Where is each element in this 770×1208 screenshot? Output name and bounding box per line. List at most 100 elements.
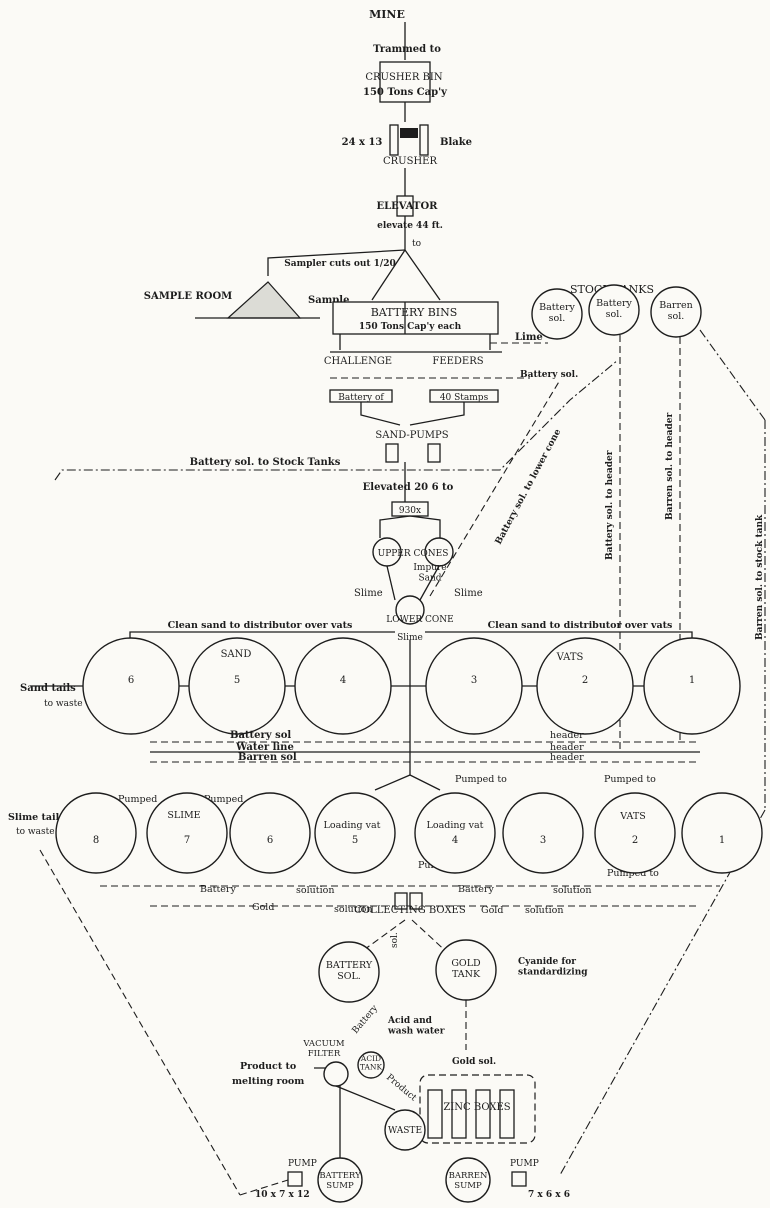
- battery-pipe-label: Battery: [351, 1003, 381, 1036]
- waste-tank: [384, 1109, 426, 1151]
- crusher-bin-label: CRUSHER BIN: [365, 72, 442, 83]
- stock-tank-barren: [650, 286, 702, 338]
- to-label: to: [412, 239, 421, 249]
- battery-sol-label-1: Battery sol.: [520, 370, 578, 380]
- box-930-label: 930x: [399, 506, 421, 516]
- slime-vat-1: [681, 792, 763, 874]
- waste-label: WASTE: [388, 1126, 422, 1136]
- crusher-bin-capacity: 150 Tons Cap'y: [363, 87, 448, 98]
- header-battery-sol-label: Battery sol: [230, 730, 291, 741]
- slime-vat-number: 6: [267, 835, 273, 846]
- sand-vat-number: 3: [471, 675, 477, 686]
- sand-vat-number: 6: [128, 675, 134, 686]
- sampler-label: Sampler cuts out 1/20: [284, 259, 395, 269]
- feeders-label: FEEDERS: [432, 356, 483, 367]
- battery-sol-to-stock-label: Battery sol. to Stock Tanks: [190, 457, 341, 468]
- zinc-boxes-frame: [419, 1074, 536, 1144]
- product-label: Product: [384, 1073, 418, 1104]
- slime-vat-number: 2: [632, 835, 638, 846]
- sand-vat-number: 5: [234, 675, 240, 686]
- sand-label: SAND: [221, 649, 252, 660]
- sample-label: Sample: [308, 295, 349, 306]
- zinc-box-3: [475, 1089, 491, 1139]
- battery-bins-box: [332, 301, 499, 335]
- sand-vat-number: 1: [689, 675, 695, 686]
- slime-vat-number: 4: [452, 835, 458, 846]
- zinc-box-4: [499, 1089, 515, 1139]
- battery-sol-tank: [318, 941, 380, 1003]
- slime-label-left: Slime: [354, 588, 383, 599]
- battery-of-label: Battery of: [338, 393, 384, 403]
- barren-to-stock-label: Barren sol. to stock tank: [755, 514, 765, 640]
- battery-sol-to-lower-cone-label: Battery sol. to lower cone: [494, 427, 564, 546]
- header-label-1: header: [550, 730, 584, 741]
- header-barren-sol-label: Barren sol: [238, 752, 297, 763]
- stock-tank-battery-1: [531, 288, 583, 340]
- zinc-box-1: [427, 1089, 443, 1139]
- gold-label-2: Gold: [481, 905, 503, 916]
- slime-vat-number: 5: [352, 835, 358, 846]
- solution-label-3: solution: [334, 904, 372, 915]
- header-label-2: header: [550, 742, 584, 753]
- battery-label-2: Battery: [458, 884, 494, 895]
- elevate-label: elevate 44 ft.: [377, 221, 443, 231]
- pump-right-size: 7 x 6 x 6: [528, 1190, 570, 1200]
- pump-right: [511, 1171, 527, 1187]
- barren-sump: [445, 1157, 491, 1203]
- solution-label-4: solution: [525, 905, 563, 916]
- zinc-box-2: [451, 1089, 467, 1139]
- pumped-to-label-1: Pumped to: [455, 774, 507, 785]
- slime-vats-label: VATS: [619, 811, 645, 822]
- trammed-to-label: Trammed to: [373, 44, 441, 55]
- sand-vat-4: [294, 637, 392, 735]
- mine-label: MINE: [369, 8, 405, 21]
- collecting-section: Battery solution Battery solution Gold s…: [100, 884, 720, 961]
- sand-pumps-label: SAND-PUMPS: [375, 430, 448, 441]
- loading-vat-label-1: Loading vat: [324, 820, 381, 831]
- slime-label: SLIME: [167, 810, 200, 821]
- slime-vat-number: 7: [184, 835, 190, 846]
- clean-sand-left-label: Clean sand to distributor over vats: [168, 620, 353, 631]
- stock-tank-battery-2: [588, 284, 640, 336]
- sample-room-label: SAMPLE ROOM: [144, 291, 233, 302]
- gold-sol-label: Gold sol.: [452, 1057, 496, 1067]
- pumped-label-2: Pumped: [204, 794, 243, 805]
- product-to-label: Product to: [240, 1061, 296, 1072]
- slime-label-right: Slime: [454, 588, 483, 599]
- lower-cone-label: LOWER CONE: [386, 615, 454, 625]
- solution-label-2: solution: [553, 885, 591, 896]
- slime-vat-number: 8: [93, 835, 99, 846]
- header-water-line-label: Water line: [235, 742, 294, 753]
- crusher-jaw-right: [419, 124, 429, 156]
- sol-label: sol.: [390, 932, 400, 948]
- loading-vat-label-2: Loading vat: [427, 820, 484, 831]
- sand-vat-3: [425, 637, 523, 735]
- lower-cone: [395, 595, 425, 625]
- crusher-jaw-left: [389, 124, 399, 156]
- stock-to-header-1: Battery sol. to header: [605, 450, 615, 560]
- pump-left-size: 10 x 7 x 12: [255, 1190, 310, 1200]
- elevator-label: ELEVATOR: [377, 201, 439, 212]
- lime-label: Lime: [515, 332, 543, 343]
- pumped-to-label-2: Pumped to: [604, 774, 656, 785]
- zinc-boxes-label: ZINC BOXES: [443, 1102, 510, 1113]
- slime-vat-2: [594, 792, 676, 874]
- slime-vat-5: [314, 792, 396, 874]
- challenge-label: CHALLENGE: [324, 356, 392, 367]
- battery-label-1: Battery: [200, 884, 236, 895]
- sand-pump-right: [427, 443, 441, 463]
- clean-sand-right-label: Clean sand to distributor over vats: [488, 620, 673, 631]
- slime-tails-label: Slime tails: [8, 812, 65, 823]
- slime-vat-number: 3: [540, 835, 546, 846]
- blake-label: Blake: [440, 137, 472, 148]
